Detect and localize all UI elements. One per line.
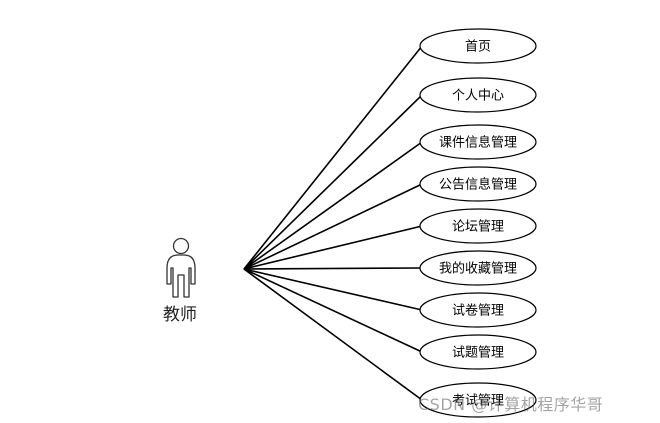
- use-case-5: 论坛管理: [419, 208, 537, 244]
- use-case-ellipse: [419, 292, 537, 328]
- use-case-label: 课件信息管理: [439, 135, 517, 151]
- use-case-label: 个人中心: [452, 89, 504, 104]
- use-case-ellipse: [419, 334, 537, 370]
- use-case-label: 试卷管理: [452, 303, 504, 319]
- use-case-ellipse: [419, 124, 537, 160]
- actor-head: [172, 237, 190, 255]
- use-case-6: 我的收藏管理: [419, 250, 537, 286]
- use-case-9: 考试管理: [419, 382, 537, 418]
- use-case-label: 论坛管理: [452, 220, 504, 235]
- use-case-ellipse: [419, 250, 537, 286]
- watermark-text: CSDN @计算机程序华哥: [418, 395, 604, 414]
- connector-line: [243, 268, 423, 353]
- use-case-label: 我的收藏管理: [439, 261, 517, 277]
- use-case-ellipse: [419, 166, 537, 202]
- use-case-8: 试题管理: [419, 334, 537, 370]
- use-case-label: 考试管理: [452, 394, 504, 409]
- actor-body: [166, 254, 196, 298]
- actor-teacher: 教师: [163, 237, 197, 325]
- use-case-label: 试题管理: [452, 346, 504, 361]
- use-case-2: 个人中心: [419, 77, 537, 113]
- actor-label: 教师: [163, 305, 197, 325]
- connector-lines: [243, 45, 423, 401]
- use-case-label: 首页: [465, 40, 491, 55]
- use-case-7: 试卷管理: [419, 292, 537, 328]
- use-case-ellipse: [419, 28, 537, 64]
- use-case-4: 公告信息管理: [419, 166, 537, 202]
- connector-line: [243, 268, 423, 311]
- connector-line: [243, 45, 423, 270]
- connector-line: [243, 141, 423, 270]
- connector-line: [243, 94, 423, 270]
- use-case-1: 首页: [419, 28, 537, 64]
- use-case-ellipse: [419, 77, 537, 113]
- use-case-ellipse: [419, 382, 537, 418]
- connector-line: [243, 267, 423, 270]
- connector-line: [243, 268, 423, 401]
- use-case-3: 课件信息管理: [419, 124, 537, 160]
- connector-line: [243, 225, 423, 270]
- use-case-ellipse: [419, 208, 537, 244]
- use-case-label: 公告信息管理: [439, 177, 517, 193]
- connector-line: [243, 183, 423, 270]
